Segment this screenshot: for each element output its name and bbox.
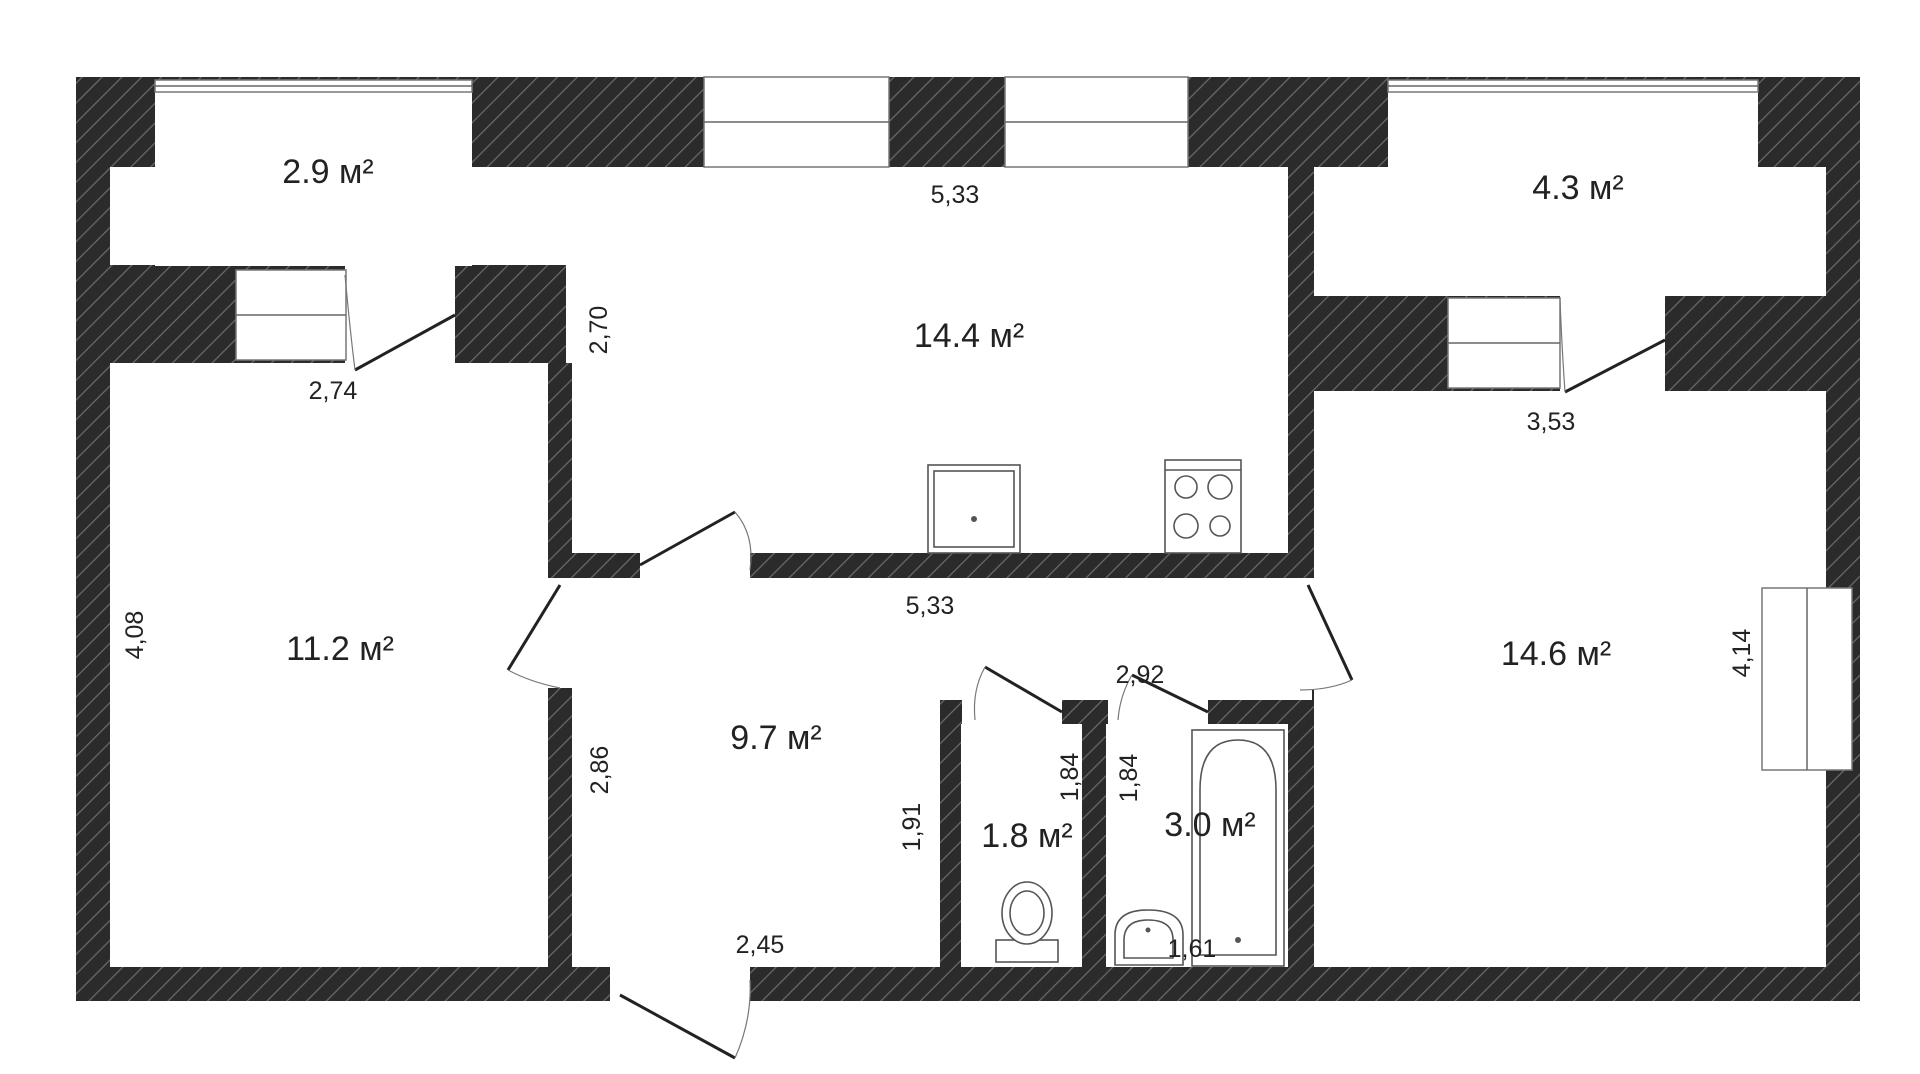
dim-toilet-height-left: 1,91 [898,803,926,852]
stove [1164,459,1242,554]
dim-kitchen-bottom-width: 5,33 [906,592,955,620]
opening-toilet [962,700,1062,724]
fixtures [927,459,1285,967]
opening-balcony-right [1560,296,1665,391]
area-room-left: 11.2 м² [286,630,394,668]
bathtub [1191,729,1285,967]
area-bathroom: 3.0 м² [1164,806,1255,844]
dim-toilet-height-right: 1,84 [1056,753,1084,802]
dim-hall-bath-width: 2,92 [1116,661,1165,689]
area-hall: 9.7 м² [730,719,821,757]
outer-wall-left [76,77,110,1001]
hall-upper-floor [572,578,1312,700]
area-kitchen: 14.4 м² [914,317,1024,355]
area-balcony-right: 4.3 м² [1532,169,1623,207]
balcony-right-floor [1388,80,1758,296]
door-balcony-left [354,313,456,372]
kitchen-sink [927,464,1021,554]
room-left-floor [110,363,548,967]
door-balcony-right [1564,338,1666,394]
area-labels: 2.9 м² 14.4 м² 4.3 м² 11.2 м² 9.7 м² 1.8… [282,153,1623,855]
door-entrance [619,993,736,1060]
area-room-right: 14.6 м² [1501,635,1611,673]
opening-room-right [1288,578,1314,690]
toilet-fixture [995,881,1059,963]
toilet-bath-divider [1082,700,1106,1001]
dim-kitchen-top-width: 5,33 [931,181,980,209]
dim-room-right-height: 4,14 [1728,629,1756,678]
outer-wall-bottom [76,967,1860,1001]
opening-entrance [610,967,750,1001]
door-kitchen [639,510,736,567]
door-toilet [984,665,1063,714]
doors [344,274,1666,1060]
area-toilet: 1.8 м² [981,817,1072,855]
opening-kitchen [640,553,750,578]
dim-kitchen-left-height: 2,70 [585,306,613,355]
toilet-wall-left [940,700,961,1001]
opening-room-left [548,578,572,688]
washbasin [1114,909,1184,966]
dim-hall-left-height: 2,86 [586,746,614,795]
door-openings [345,265,1665,1001]
room-floors [110,80,1826,967]
kitchen-top-wall [566,77,1302,167]
balcony-left-floor [155,80,472,266]
dim-balcony-left-width: 2,74 [309,377,358,405]
door-room-left [506,584,562,671]
dim-bathroom-height: 1,84 [1115,754,1143,803]
outer-wall-right [1826,77,1860,1001]
door-room-right [1306,584,1354,681]
room-right-floor [1314,391,1826,967]
area-balcony-left: 2.9 м² [282,153,373,191]
dim-bathroom-bottom-width: 1,61 [1168,935,1217,963]
windows [154,76,1853,771]
dim-room-left-height: 4,08 [121,611,149,660]
door-bathroom [1131,673,1209,714]
dim-balcony-right-width: 3,53 [1527,408,1576,436]
dim-hall-bottom-width: 2,45 [736,931,785,959]
opening-balcony-left [345,265,455,363]
dimension-labels: 5,33 2,70 2,74 3,53 5,33 4,08 2,92 4,14 … [121,181,1756,963]
